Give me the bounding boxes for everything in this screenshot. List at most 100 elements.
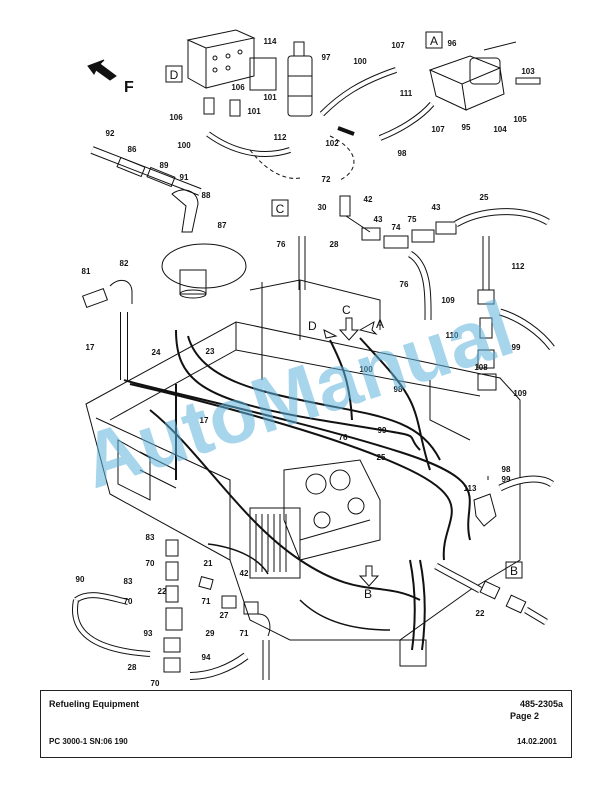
callout-number: 100: [359, 365, 373, 374]
callout-number: 99: [502, 475, 511, 484]
valve-block-top: [186, 29, 256, 89]
view-box-a: A: [425, 31, 443, 49]
callout-number: 103: [521, 67, 535, 76]
arrow-label-d: D: [308, 319, 317, 333]
solenoid-valve-top: [249, 41, 313, 117]
control-box: [399, 639, 427, 667]
callout-number: 86: [128, 145, 137, 154]
valve-113: [473, 493, 497, 527]
callout-number: 105: [513, 115, 527, 124]
hose-100-top: [319, 67, 397, 117]
callout-number: 22: [158, 587, 167, 596]
callout-number: 111: [400, 89, 413, 98]
callout-number: 106: [169, 113, 183, 122]
callout-number: 102: [325, 139, 339, 148]
callout-number: 25: [480, 193, 489, 202]
callout-number: 97: [322, 53, 331, 62]
callout-number: 23: [206, 347, 215, 356]
callout-number: 87: [218, 221, 227, 230]
callout-number: 94: [202, 653, 211, 662]
callout-number: 92: [106, 129, 115, 138]
callout-number: 76: [277, 240, 286, 249]
callout-number: 108: [474, 363, 488, 372]
callout-number: 98: [394, 385, 403, 394]
callout-number: 109: [441, 296, 455, 305]
callout-number: 95: [462, 123, 471, 132]
callout-number: 110: [446, 331, 459, 340]
svg-text:D: D: [170, 68, 179, 82]
callout-number: 114: [264, 37, 277, 46]
callout-number: 101: [263, 93, 277, 102]
callout-number: 17: [200, 416, 209, 425]
callout-number: 109: [513, 389, 527, 398]
callout-number: 75: [408, 215, 417, 224]
callout-number: 72: [322, 175, 331, 184]
callout-number: 112: [274, 133, 287, 142]
callout-number: 43: [374, 215, 383, 224]
callout-number: 99: [512, 343, 521, 352]
callout-number: 93: [144, 629, 153, 638]
callout-number: 98: [398, 149, 407, 158]
callout-number: 106: [231, 83, 245, 92]
view-box-c: C: [271, 199, 289, 217]
callout-number: 24: [152, 348, 161, 357]
callout-number: 43: [432, 203, 441, 212]
machine-frame: [85, 279, 521, 641]
title-block: Refueling Equipment 485-2305a Page 2 PC …: [40, 690, 572, 758]
callout-number: 71: [240, 629, 249, 638]
elbow-88: [171, 189, 199, 233]
fitting-83: [165, 539, 179, 557]
page-number: Page 2: [509, 711, 539, 721]
callout-number: 107: [431, 125, 445, 134]
model-serial: PC 3000-1 SN:06 190: [49, 737, 128, 746]
callout-number: 27: [220, 611, 229, 620]
parts-diagram: D A C B C A D B F 1149710710196100103105…: [72, 29, 555, 688]
callout-number: 22: [476, 609, 485, 618]
fitting-106-right: [229, 99, 241, 117]
callout-number: 83: [124, 577, 133, 586]
callout-number: 71: [202, 597, 211, 606]
fitting-106-left: [203, 97, 215, 115]
callout-number: 112: [512, 262, 525, 271]
callout-number: 30: [318, 203, 327, 212]
watermark: AutoManual: [72, 284, 524, 506]
arrow-label-c: C: [342, 303, 351, 317]
callout-number: 28: [330, 240, 339, 249]
callout-number: 107: [391, 41, 405, 50]
callout-number: 83: [146, 533, 155, 542]
arrow-label-a: A: [376, 317, 384, 331]
callout-number: 96: [448, 39, 457, 48]
document-number: 485-2305a: [519, 699, 563, 709]
direction-label: F: [124, 79, 134, 96]
callout-number: 101: [247, 107, 261, 116]
callout-number: 104: [493, 125, 507, 134]
callout-number: 42: [364, 195, 373, 204]
view-box-d: D: [165, 65, 183, 83]
callout-number: 76: [339, 433, 348, 442]
callout-number: 81: [82, 267, 91, 276]
direction-arrow: [87, 59, 117, 81]
callout-number: 70: [146, 559, 155, 568]
callout-number: 25: [377, 453, 386, 462]
callout-number: 29: [206, 629, 215, 638]
valve-block-right: [428, 41, 541, 111]
callout-number: 99: [378, 426, 387, 435]
callout-number: 17: [86, 343, 95, 352]
revision-date: 14.02.2001: [516, 737, 557, 746]
callout-number: 82: [120, 259, 129, 268]
cover-plate-87: [161, 243, 247, 289]
callout-number: 90: [76, 575, 85, 584]
callout-number: 91: [180, 173, 189, 182]
callout-number: 42: [240, 569, 249, 578]
callout-number: 21: [204, 559, 213, 568]
svg-text:C: C: [276, 202, 285, 216]
callout-number: 70: [151, 679, 160, 688]
svg-text:B: B: [510, 564, 518, 578]
callout-number: 76: [400, 280, 409, 289]
callout-number: 113: [464, 484, 477, 493]
drawing-title: Refueling Equipment: [49, 699, 139, 709]
callout-number: 100: [353, 57, 367, 66]
callout-number: 100: [177, 141, 191, 150]
engine-assembly: [249, 459, 381, 579]
svg-text:A: A: [430, 34, 438, 48]
